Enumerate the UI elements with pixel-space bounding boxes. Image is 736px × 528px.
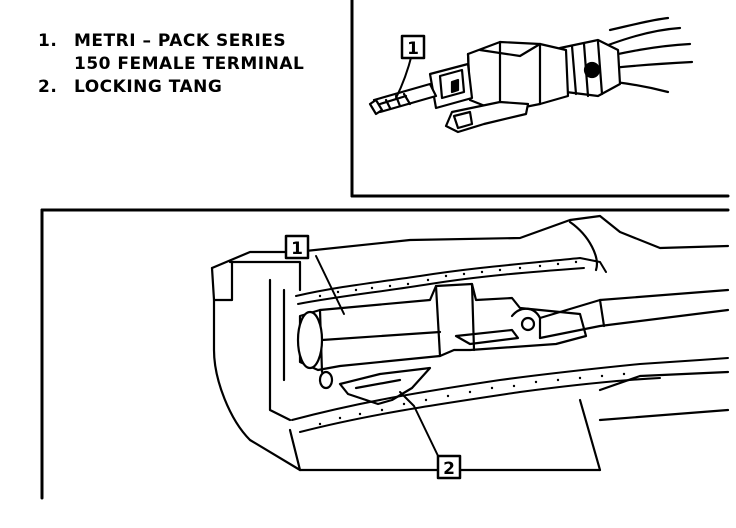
callout-top: 1 <box>400 34 426 60</box>
callout-bottom-tang-label: 2 <box>443 459 455 479</box>
legend-label-line1: METRI – PACK SERIES <box>74 31 287 51</box>
cutaway-illustration <box>210 214 730 472</box>
legend-label-line2: 150 FEMALE TERMINAL <box>74 54 305 74</box>
legend-item-1: 1. METRI – PACK SERIES <box>38 30 304 53</box>
callout-bottom-tang: 2 <box>436 454 462 480</box>
legend-item-2: 2. LOCKING TANG <box>38 76 304 99</box>
legend-number: 2. <box>38 77 58 97</box>
connector-illustration <box>368 16 694 134</box>
legend-label: LOCKING TANG <box>74 77 223 97</box>
legend-number: 1. <box>38 31 58 51</box>
legend: 1. METRI – PACK SERIES 150 FEMALE TERMIN… <box>38 30 304 99</box>
frame-lines <box>40 0 730 500</box>
callout-bottom-terminal: 1 <box>284 234 310 260</box>
callout-top-label: 1 <box>407 39 419 59</box>
stipple-texture-bottom <box>318 372 626 426</box>
stipple-texture-top <box>318 260 578 298</box>
callout-bottom-terminal-label: 1 <box>291 239 303 259</box>
